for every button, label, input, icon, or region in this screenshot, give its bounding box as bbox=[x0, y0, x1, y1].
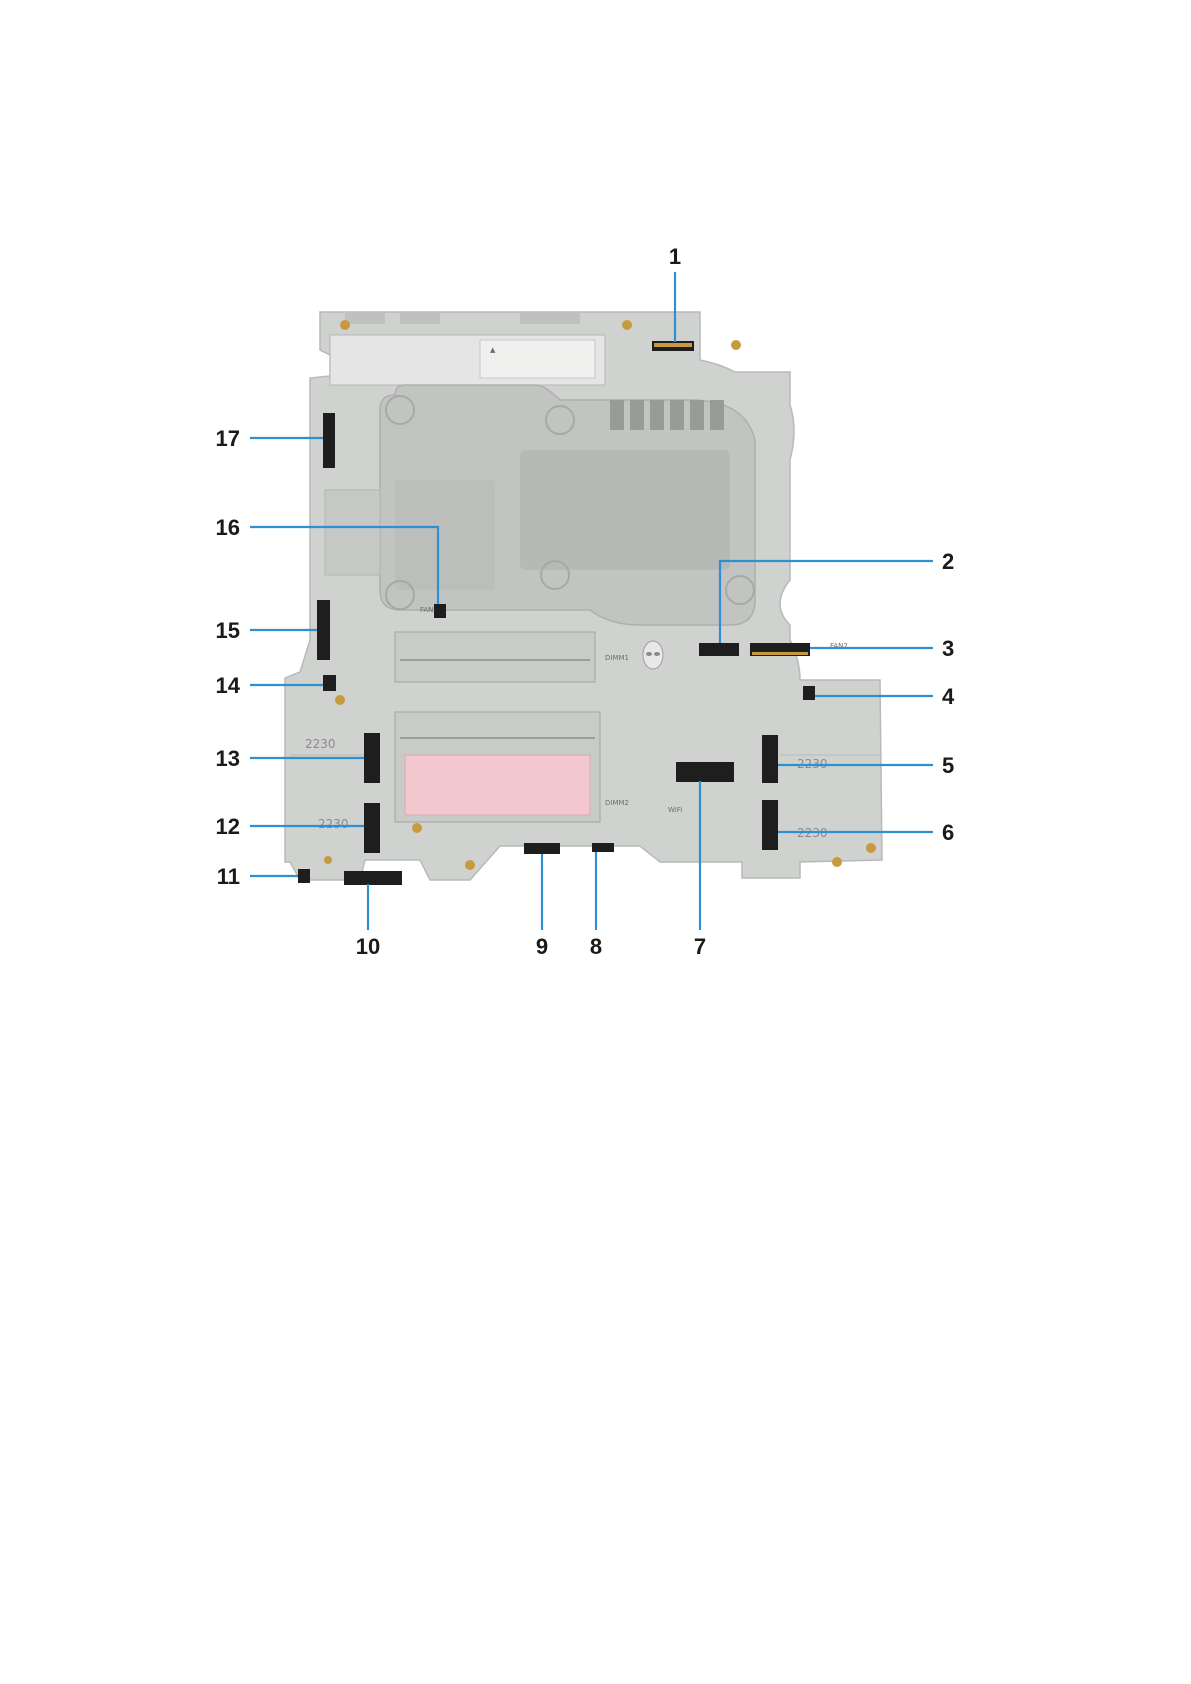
warning-label-text: ▲ bbox=[490, 346, 496, 354]
connector-8 bbox=[592, 843, 614, 852]
callout-number-9: 9 bbox=[536, 934, 548, 959]
dimm-lower-label: DIMM2 bbox=[605, 799, 629, 807]
dimm-slot-upper bbox=[395, 632, 595, 682]
ssd-slot-left-lower-label: 2230 bbox=[318, 817, 349, 831]
heatsink-core bbox=[520, 450, 730, 570]
callout-number-6: 6 bbox=[942, 820, 954, 845]
callout-number-17: 17 bbox=[216, 426, 240, 451]
connector-2 bbox=[699, 643, 739, 656]
callout-number-8: 8 bbox=[590, 934, 602, 959]
port-bump bbox=[400, 312, 440, 324]
left-pad-area bbox=[325, 490, 380, 575]
choke bbox=[630, 400, 644, 430]
wifi-label: WiFi bbox=[668, 806, 682, 814]
callout-number-1: 1 bbox=[669, 244, 681, 269]
screw-pad bbox=[465, 860, 475, 870]
connector-17 bbox=[323, 413, 335, 468]
connector-14 bbox=[323, 675, 336, 691]
connector-4 bbox=[803, 686, 815, 700]
connector-10 bbox=[344, 871, 402, 885]
connector-9 bbox=[524, 843, 560, 854]
callout-number-7: 7 bbox=[694, 934, 706, 959]
callout-number-2: 2 bbox=[942, 549, 954, 574]
warning-label bbox=[480, 340, 595, 378]
choke bbox=[650, 400, 664, 430]
heatsink-assembly bbox=[325, 385, 755, 625]
callout-number-4: 4 bbox=[942, 684, 955, 709]
callout-number-5: 5 bbox=[942, 753, 954, 778]
connector-15 bbox=[317, 600, 330, 660]
connector-6 bbox=[762, 800, 778, 850]
connector-13 bbox=[364, 733, 380, 783]
connector-12 bbox=[364, 803, 380, 853]
connector-16 bbox=[434, 604, 446, 618]
alienware-logo-icon bbox=[643, 641, 663, 669]
port-bump bbox=[520, 312, 580, 324]
dimm-upper-label: DIMM1 bbox=[605, 654, 629, 662]
connector-7 bbox=[676, 762, 734, 782]
memory-thermal-pad bbox=[405, 755, 590, 815]
ssd-slot-left-upper-label: 2230 bbox=[305, 737, 336, 751]
screw-pad bbox=[622, 320, 632, 330]
choke bbox=[690, 400, 704, 430]
connector-1-gold bbox=[654, 343, 692, 347]
screw-pad bbox=[340, 320, 350, 330]
callout-number-14: 14 bbox=[216, 673, 241, 698]
connector-11 bbox=[298, 869, 310, 883]
screw-pad bbox=[335, 695, 345, 705]
port-bump bbox=[345, 312, 385, 324]
callout-number-11: 11 bbox=[217, 864, 240, 889]
choke bbox=[610, 400, 624, 430]
screw-pad bbox=[832, 857, 842, 867]
memory-slots: DIMM1 DIMM2 bbox=[395, 632, 629, 822]
screw-pad bbox=[324, 856, 332, 864]
choke bbox=[710, 400, 724, 430]
callout-number-10: 10 bbox=[356, 934, 380, 959]
callout-number-12: 12 bbox=[216, 814, 240, 839]
connector-5 bbox=[762, 735, 778, 783]
callout-number-13: 13 bbox=[216, 746, 240, 771]
screw-pad bbox=[866, 843, 876, 853]
connector-3-pins bbox=[752, 652, 808, 655]
screw-pad bbox=[731, 340, 741, 350]
heatsink-pad-left bbox=[395, 480, 495, 590]
callout-number-3: 3 bbox=[942, 636, 954, 661]
callout-number-16: 16 bbox=[216, 515, 240, 540]
callout-number-15: 15 bbox=[216, 618, 240, 643]
screw-pad bbox=[412, 823, 422, 833]
choke bbox=[670, 400, 684, 430]
